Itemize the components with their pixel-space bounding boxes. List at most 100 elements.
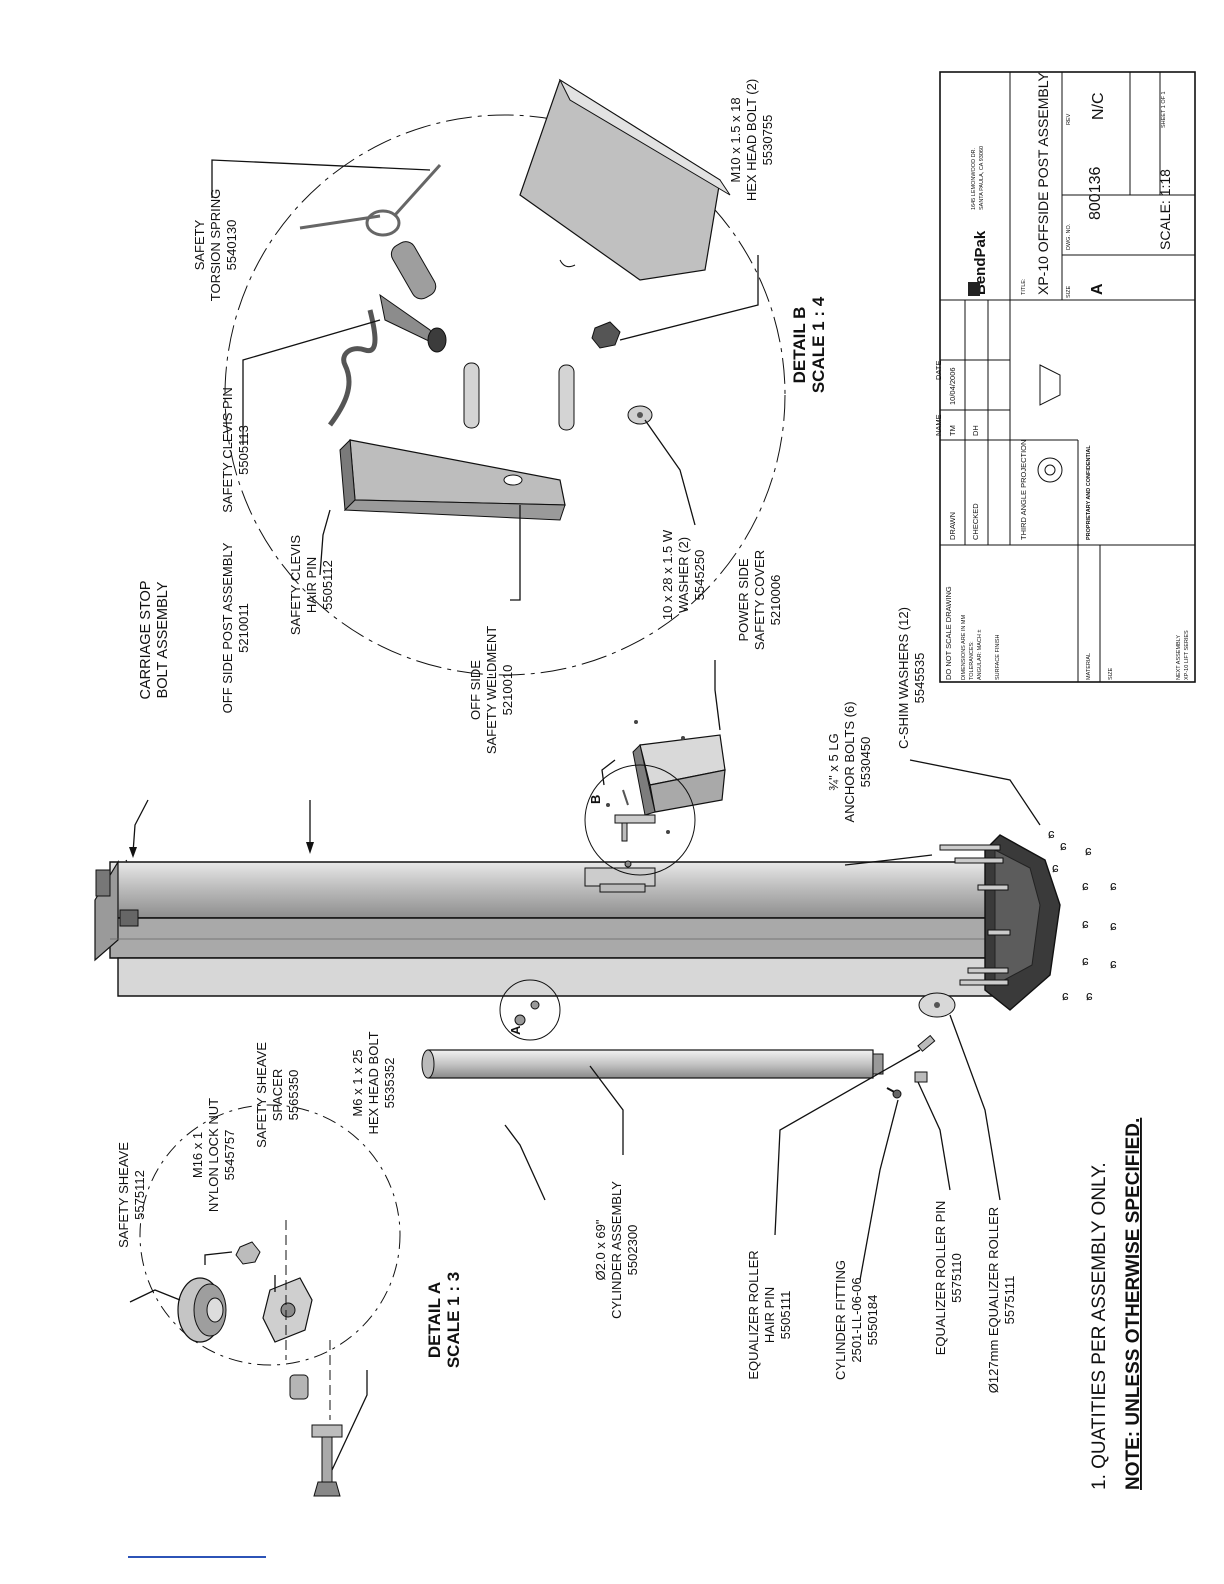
detail-b-scale: SCALE 1 : 4	[809, 296, 828, 393]
label-hairpin-3: 5505112	[320, 560, 335, 610]
label-washer-b: 10 x 28 x 1.5 W WASHER (2) 5545250	[660, 529, 707, 620]
label-hairpin-2: HAIR PIN	[304, 557, 319, 613]
label-spacer-2: SPACER	[270, 1069, 285, 1122]
tb-next-assembly: NEXT ASSEMBLY	[1176, 635, 1182, 680]
detail-a	[139, 1104, 401, 1497]
tb-checked-name: DH	[971, 425, 980, 436]
svg-text:ɕ: ɕ	[1062, 988, 1069, 1003]
tb-drawn-name: TM	[948, 425, 957, 436]
tb-next-assembly-value: XP-10 LIFT SERIES	[1184, 630, 1190, 680]
label-hex-bolt-b: M10 x 1.5 x 18 HEX HEAD BOLT (2) 5530755	[728, 79, 775, 201]
detail-a-title: DETAIL A SCALE 1 : 3	[425, 1272, 463, 1368]
label-weldment-3: 5210010	[500, 665, 515, 716]
carriage-stop-leader	[129, 799, 149, 858]
svg-text:ɕ: ɕ	[1086, 988, 1093, 1003]
tb-checked: CHECKED	[971, 503, 980, 540]
label-washer-1: 10 x 28 x 1.5 W	[660, 529, 675, 620]
label-washer-3: 5545250	[692, 550, 707, 601]
label-safety-sheave: SAFETY SHEAVE 5575112	[116, 1142, 147, 1248]
tb-proprietary: PROPRIETARY AND CONFIDENTIAL	[1086, 445, 1092, 540]
label-cylinder-assembly: Ø2.0 x 69" CYLINDER ASSEMBLY 5502300	[593, 1181, 640, 1319]
tb-rev: N/C	[1090, 92, 1107, 120]
label-weldment-2: SAFETY WELDMENT	[484, 626, 499, 754]
tb-title-label: TITLE:	[1021, 278, 1027, 295]
label-carriage-1: CARRIAGE STOP	[138, 581, 154, 700]
detail-b-callout-letter: B	[588, 795, 603, 804]
label-cover-3: 5210006	[768, 575, 783, 626]
label-eq-hairpin-1: EQUALIZER ROLLER	[746, 1250, 761, 1379]
label-sheave-1: SAFETY SHEAVE	[116, 1142, 131, 1248]
svg-text:ɕ: ɕ	[1110, 956, 1117, 971]
label-post-2: 5210011	[236, 603, 251, 653]
label-clevis-pin: SAFETY CLEVIS PIN 5505113	[220, 387, 251, 512]
tb-title: XP-10 OFFSIDE POST ASSEMBLY	[1035, 72, 1051, 295]
notes: 1. QUATITIES PER ASSEMBLY ONLY. NOTE: UN…	[1089, 1118, 1144, 1490]
washer-b-part	[627, 405, 653, 425]
sheave-spacer-part	[262, 1277, 313, 1343]
tb-company-logo: BendPak	[972, 230, 989, 295]
hex-head-bolt-a-part	[311, 1424, 343, 1497]
label-eq-hair-pin: EQUALIZER ROLLER HAIR PIN 5505111	[746, 1250, 793, 1379]
detail-a-callout-letter: A	[508, 1025, 523, 1035]
hex-head-bolt-b-part	[591, 321, 621, 349]
label-safety-cover: POWER SIDE SAFETY COVER 5210006	[736, 550, 783, 650]
label-eq-pin-2: 5575110	[949, 1253, 964, 1303]
svg-text:ɕ: ɕ	[1110, 878, 1117, 893]
label-fitting-1: CYLINDER FITTING	[833, 1260, 848, 1380]
label-spacer-3: 5565350	[286, 1070, 301, 1121]
label-cover-2: SAFETY COVER	[752, 550, 767, 650]
tb-rev-label: REV	[1066, 113, 1072, 125]
detail-b-heading: DETAIL B	[790, 307, 809, 384]
label-torsion-3: 5540130	[224, 220, 239, 271]
label-hex-b-3: 5530755	[760, 115, 775, 166]
tb-dimensions: DIMENSIONS ARE IN MM	[961, 614, 967, 680]
title-block: DO NOT SCALE DRAWING DIMENSIONS ARE IN M…	[934, 71, 1196, 683]
nylon-lock-nut-part	[235, 1241, 261, 1265]
label-nut-1: M16 x 1	[190, 1132, 205, 1178]
tb-projection: THIRD ANGLE PROJECTION	[1019, 440, 1028, 540]
label-c-shim: C-SHIM WASHERS (12) 5545535	[896, 607, 927, 749]
label-hex-a-2: HEX HEAD BOLT	[366, 1031, 381, 1134]
tb-angular: ANGULAR: MACH ±	[977, 630, 983, 680]
svg-text:ɕ: ɕ	[1082, 953, 1089, 968]
safety-sheave-part	[177, 1277, 227, 1343]
label-anchor-3: 5530450	[858, 737, 873, 788]
label-hex-b-1: M10 x 1.5 x 18	[728, 97, 743, 182]
label-nut-2: NYLON LOCK NUT	[206, 1098, 221, 1212]
label-nylon-lock-nut: M16 x 1 NYLON LOCK NUT 5545757	[190, 1098, 237, 1212]
label-shim-1: C-SHIM WASHERS (12)	[896, 607, 911, 749]
tb-not-scale: DO NOT SCALE DRAWING	[944, 586, 953, 680]
tb-sheet: SHEET 1 OF 1	[1161, 91, 1167, 128]
label-hex-b-2: HEX HEAD BOLT (2)	[744, 79, 759, 201]
label-eq-roller-2: 5575111	[1002, 1276, 1017, 1325]
label-fitting-2: 2501-LL-06-06	[849, 1277, 864, 1362]
safety-torsion-spring-part	[299, 163, 442, 237]
label-hex-a-3: 5535352	[382, 1058, 397, 1109]
label-hex-a-1: M6 x 1 x 25	[350, 1049, 365, 1116]
label-eq-roller: Ø127mm EQUALIZER ROLLER 5575111	[986, 1207, 1017, 1393]
label-spacer-1: SAFETY SHEAVE	[254, 1042, 269, 1148]
label-hairpin-1: SAFETY CLEVIS	[288, 535, 303, 636]
detail-b	[224, 78, 786, 676]
label-cylinder-3: 5502300	[625, 1225, 640, 1276]
tb-drawn: DRAWN	[948, 512, 957, 540]
detail-a-callout: A	[499, 979, 561, 1041]
detail-a-heading: DETAIL A	[425, 1282, 444, 1358]
power-side-safety-cover	[632, 720, 726, 816]
cylinder-assembly	[421, 1049, 902, 1099]
tb-name-header: NAME	[934, 414, 943, 436]
svg-text:ɕ: ɕ	[1085, 843, 1092, 858]
label-cylinder-2: CYLINDER ASSEMBLY	[609, 1181, 624, 1319]
tb-material: MATERIAL	[1086, 653, 1092, 680]
label-fitting-3: 5550184	[865, 1295, 880, 1346]
detail-a-scale: SCALE 1 : 3	[444, 1272, 463, 1368]
label-post-1: OFF SIDE POST ASSEMBLY	[220, 542, 235, 713]
label-eq-hairpin-3: 5505111	[778, 1291, 793, 1340]
label-clevis-hair-pin: SAFETY CLEVIS HAIR PIN 5505112	[288, 535, 335, 636]
safety-weldment-part	[339, 362, 575, 521]
tb-tolerances: TOLERANCES:	[969, 641, 975, 680]
label-cover-1: POWER SIDE	[736, 558, 751, 641]
label-hex-bolt-a: M6 x 1 x 25 HEX HEAD BOLT 5535352	[350, 1031, 397, 1134]
label-torsion-1: SAFETY	[192, 219, 207, 270]
label-anchor-1: ¾" x 5 LG	[826, 733, 841, 790]
